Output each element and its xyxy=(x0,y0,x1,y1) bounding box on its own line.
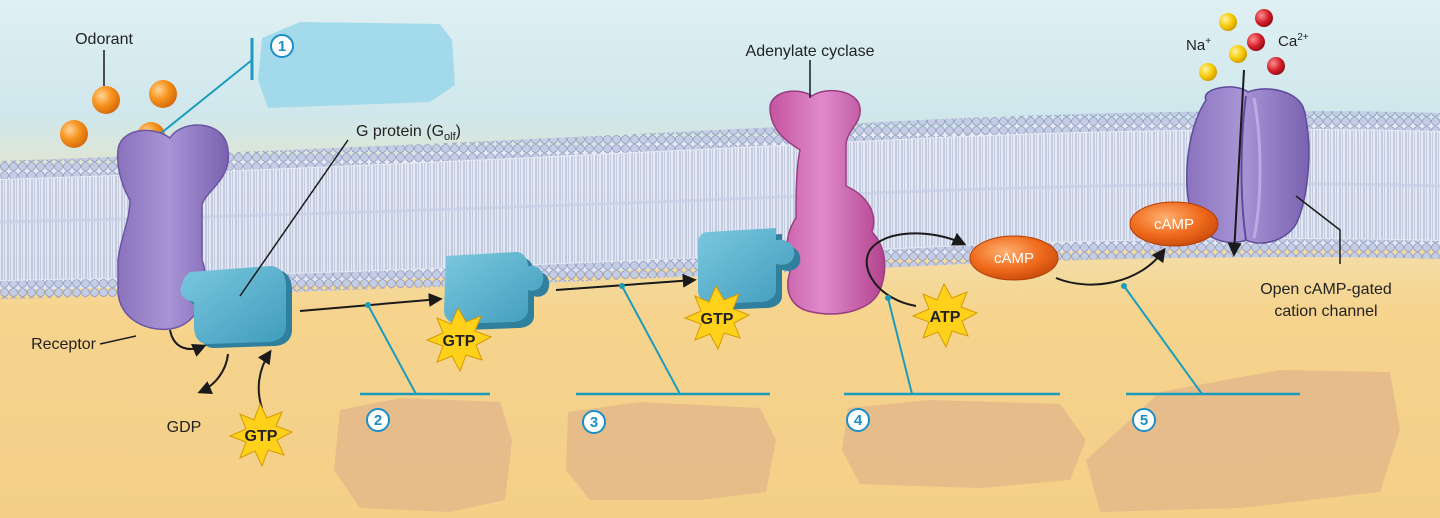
na-ion xyxy=(1199,63,1217,81)
na-label-text: Na xyxy=(1186,37,1206,54)
label-mask-1 xyxy=(258,22,455,108)
step-3-indicator: 3 xyxy=(576,283,770,434)
ca-label: Ca2+ xyxy=(1278,32,1309,50)
g-protein-gtp-bound xyxy=(444,252,550,330)
ca-label-text: Ca xyxy=(1278,33,1298,50)
na-ion xyxy=(1219,13,1237,31)
cation-influx-arrow xyxy=(1227,69,1245,257)
odorant-label: Odorant xyxy=(75,31,133,48)
label-mask-4 xyxy=(842,400,1086,488)
g-protein-label-close: ) xyxy=(456,123,461,140)
gtp-label-2: GTP xyxy=(443,333,476,350)
camp-molecule-2: cAMP xyxy=(1129,201,1219,247)
atp-star: ATP xyxy=(911,282,979,349)
na-ion xyxy=(1229,45,1247,63)
label-mask-5 xyxy=(1086,370,1400,512)
step-5-number: 5 xyxy=(1140,412,1148,429)
odorant-molecule xyxy=(149,80,177,108)
adenylate-cyclase-label: Adenylate cyclase xyxy=(746,43,875,60)
na-label-sup: + xyxy=(1205,36,1211,47)
receptor-leader xyxy=(99,335,137,345)
gdp-release-arrow xyxy=(197,353,229,395)
gtp-free-label: GTP xyxy=(245,428,278,445)
g-protein-label: G protein (Golf) xyxy=(356,123,461,143)
receptor-label: Receptor xyxy=(31,336,97,353)
gtp-label-3: GTP xyxy=(701,311,734,328)
cell-membrane xyxy=(0,111,1440,299)
label-mask-2 xyxy=(334,398,512,512)
ions xyxy=(1199,9,1285,81)
gtp-binding-arrow xyxy=(257,349,272,409)
odorant-molecule xyxy=(92,86,120,114)
receptor-to-gprotein-arrow xyxy=(169,329,207,357)
atp-label: ATP xyxy=(930,309,961,326)
step-1-badge xyxy=(270,34,294,58)
step-3-badge xyxy=(582,410,606,434)
g-protein-leader xyxy=(239,139,349,297)
ca-label-sup: 2+ xyxy=(1297,32,1309,43)
step-4-number: 4 xyxy=(854,412,863,429)
odorant-molecule xyxy=(60,120,88,148)
step-2-number: 2 xyxy=(374,412,382,429)
step-5-indicator: 5 xyxy=(1121,283,1300,432)
gtp-star-2: GTP xyxy=(425,306,493,373)
g-protein-bound-to-cyclase xyxy=(698,228,801,310)
g-protein-inactive xyxy=(180,266,292,348)
ca-ion xyxy=(1255,9,1273,27)
cation-channel xyxy=(1185,86,1310,244)
step-1-leader xyxy=(159,59,253,135)
step-1-number: 1 xyxy=(278,38,286,55)
step-2-indicator: 2 xyxy=(360,302,490,432)
label-mask-3 xyxy=(566,402,776,500)
gtp-star-free: GTP xyxy=(228,402,294,468)
step-3-number: 3 xyxy=(590,414,598,431)
channel-label-line2: cation channel xyxy=(1274,303,1377,320)
ca-ion xyxy=(1247,33,1265,51)
camp-molecule-1: cAMP xyxy=(969,235,1059,281)
camp-label-1: cAMP xyxy=(994,250,1034,267)
step-4-indicator: 4 xyxy=(844,295,1060,432)
ca-ion xyxy=(1267,57,1285,75)
camp-to-channel-arrow xyxy=(1055,247,1166,286)
gdp-label: GDP xyxy=(167,419,202,436)
atp-to-camp-arrow xyxy=(865,232,967,307)
g-protein-label-main: G protein (G xyxy=(356,123,444,140)
step-4-badge xyxy=(846,408,870,432)
step-2-badge xyxy=(366,408,390,432)
step-5-badge xyxy=(1132,408,1156,432)
channel-leader xyxy=(1295,195,1341,264)
gtp-star-3: GTP xyxy=(683,284,751,351)
channel-label-line1: Open cAMP-gated xyxy=(1260,281,1392,298)
g-protein-label-sub: olf xyxy=(444,131,457,143)
camp-label-2: cAMP xyxy=(1154,216,1194,233)
na-label: Na+ xyxy=(1186,36,1211,54)
g-protein-translocation-arrow xyxy=(555,273,697,291)
